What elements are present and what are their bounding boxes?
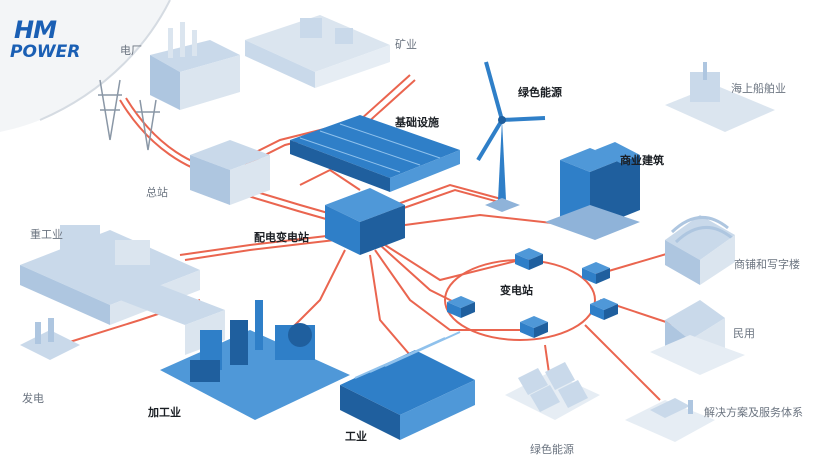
heavy-industry-illustration [20,225,225,355]
shops-offices-illustration [665,215,735,285]
infrastructure-illustration [290,115,460,192]
hm-power-logo: HM POWER [6,10,116,70]
label-offshore: 海上船舶业 [731,82,786,95]
label-distribution-substation: 配电变电站 [254,231,309,244]
label-mining: 矿业 [395,38,417,51]
mining-illustration [245,15,390,88]
label-infrastructure: 基础设施 [395,116,439,129]
logo-text-power: POWER [10,42,81,62]
label-residential: 民用 [733,327,755,340]
label-industry: 工业 [345,430,367,443]
label-generation: 发电 [22,392,44,405]
label-commercial-building: 商业建筑 [620,154,664,167]
main-station-illustration [190,140,270,205]
label-main-station: 总站 [146,186,168,199]
processing-industry-illustration [160,300,350,420]
offshore-illustration [665,62,775,132]
label-power-plant: 电厂 [120,44,142,57]
solutions-illustration [625,398,715,442]
power-plant-illustration [98,22,240,151]
label-green-energy-top: 绿色能源 [518,86,562,99]
label-heavy-industry: 重工业 [30,228,63,241]
ring-substations [447,248,618,338]
solar-illustration [505,362,600,420]
wind-turbine-illustration [476,61,546,212]
label-shops-offices: 商铺和写字楼 [734,258,800,271]
label-substation: 变电站 [500,284,533,297]
logo-text-hm: HM [14,16,57,44]
commercial-building-illustration [545,142,640,240]
distribution-substation-illustration [325,188,405,255]
generation-illustration [20,318,80,360]
label-processing-industry: 加工业 [148,406,181,419]
page-curl [0,0,171,132]
industry-illustration [340,331,475,440]
label-green-energy-bottom: 绿色能源 [530,443,574,456]
label-solutions: 解决方案及服务体系 [704,406,803,419]
residential-illustration [650,300,745,375]
